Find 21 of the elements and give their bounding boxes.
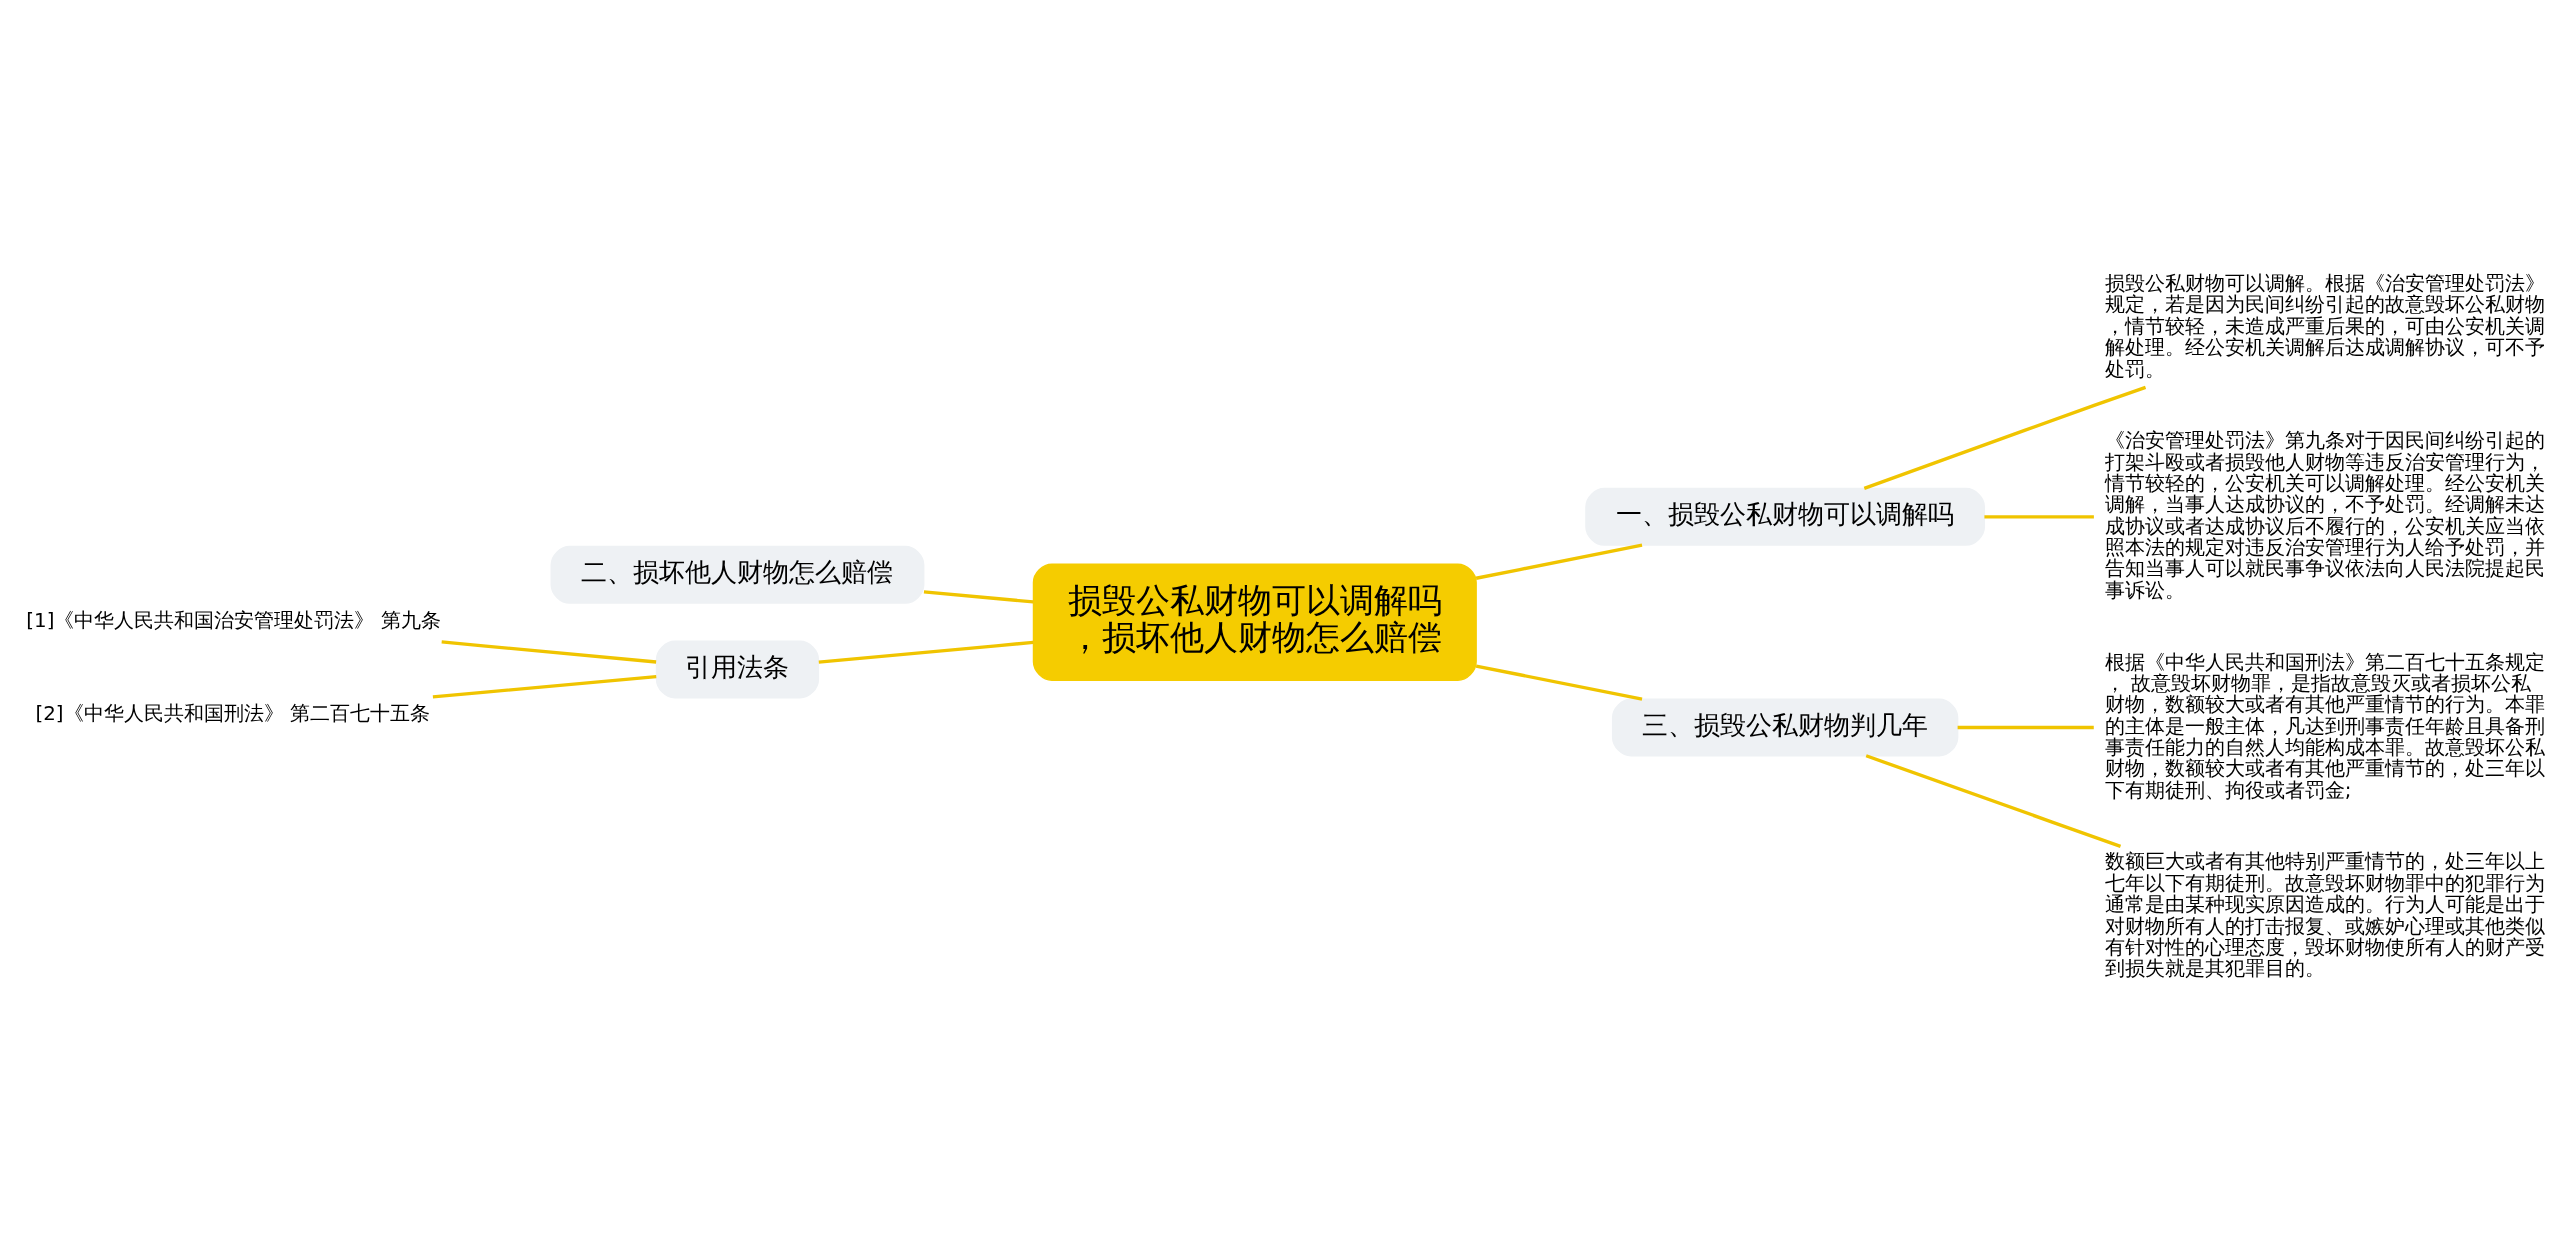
node-box: 二、损坏他人财物怎么赔偿: [550, 545, 925, 604]
connector: [441, 640, 657, 664]
node-text: [1]《中华人民共和国治安管理处罚法》 第九条: [26, 609, 441, 633]
node-box: 一、损毁公私财物可以调解吗: [1585, 487, 1986, 546]
node-text: 数额巨大或者有其他特别严重情节的，处三年以上七年以下有期徒刑。故意毁坏财物罪中的犯罪行为通常是由某种现实原因造成的。行为人可能是出于对财物所有人的打击报复、或嫉妒心理或其他类似有针对性的心理态度，毁坏财物使所有人的财产受到损失就是其犯罪目的。: [2104, 850, 2545, 981]
node-text: 《治安管理处罚法》第九条对于因民间纠纷引起的打架斗殴或者损毁他人财物等违反治安管理行为，情节较轻的，公安机关可以调解处理。经公安机关调解，当事人达成协议的，不予处罚。经调解未达成协议或者达成协议后不履行的，公安机关应当依照本法的规定对违反治安管理行为人给予处罚，并告知当事人可以就民事争议依法向人民法院提起民事诉讼。: [2104, 429, 2545, 602]
connector: [1865, 754, 2122, 848]
connector: [1984, 515, 2094, 519]
connector: [1475, 664, 1643, 701]
connector: [923, 590, 1034, 604]
node-text: 损毁公私财物可以调解。根据《治安管理处罚法》规定，若是因为民间纠纷引起的故意毁坏公私财物，情节较轻，未造成严重后果的，可由公安机关调解处理。经公安机关调解后达成调解协议，可不予处罚。: [2104, 272, 2545, 381]
node-text: [2]《中华人民共和国刑法》 第二百七十五条: [35, 702, 430, 726]
connector: [1475, 543, 1643, 580]
node-box: 损毁公私财物可以调解吗，损坏他人财物怎么赔偿: [1032, 563, 1477, 681]
connector: [1957, 725, 2094, 730]
connector: [432, 675, 657, 699]
connector: [1863, 385, 2147, 490]
connector: [818, 640, 1034, 664]
node-box: 引用法条: [655, 640, 820, 699]
node-text: 根据《中华人民共和国刑法》第二百七十五条规定， 故意毁坏财物罪，是指故意毁灭或者损坏公私财物，数额较大或者有其他严重情节的行为。本罪的主体是一般主体，凡达到刑事责任年龄且具备刑事责任能力的自然人均能构成本罪。故意毁坏公私财物，数额较大或者有其他严重情节的，处三年以下有期徒刑、拘役或者罚金;: [2104, 650, 2545, 802]
node-box: 三、损毁公私财物判几年: [1611, 698, 1959, 757]
